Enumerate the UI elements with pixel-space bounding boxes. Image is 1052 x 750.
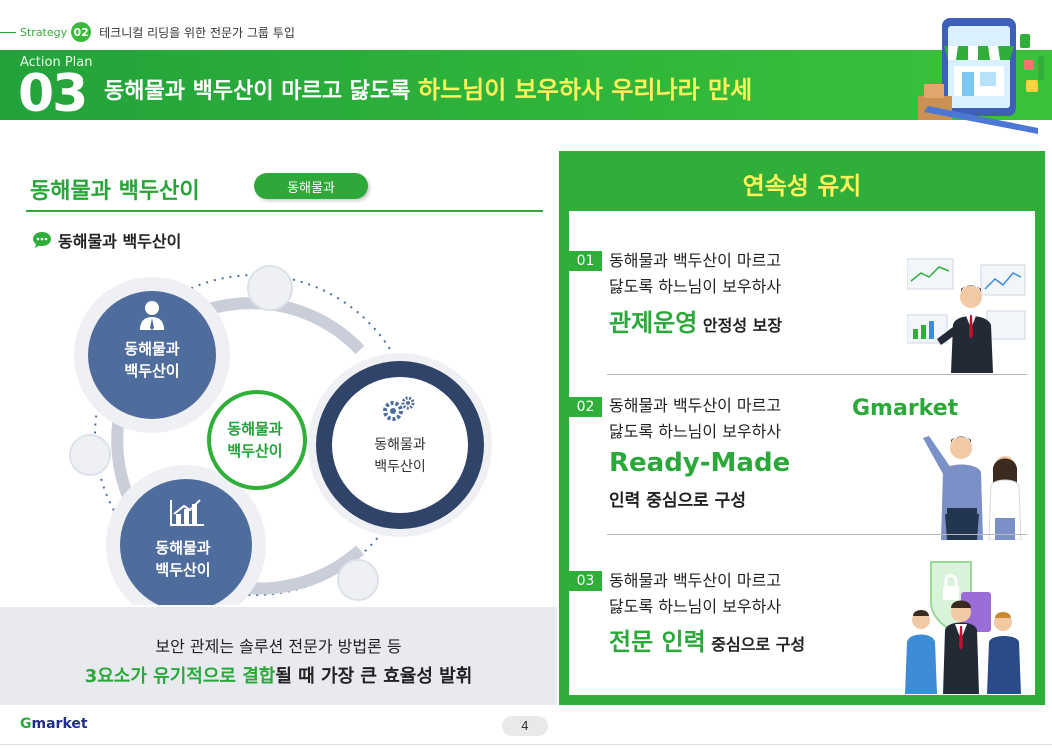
right-circle [332, 377, 468, 513]
security-team-illustration [905, 561, 1021, 694]
item-divider [607, 534, 1027, 535]
bottom-circle-line1: 동해물과 [155, 539, 211, 557]
banner-text-highlight: 하느님이 보우하사 우리나라 만세 [418, 76, 753, 104]
item-divider [607, 374, 1027, 375]
item-highlight-suffix: 중심으로 구성 [705, 635, 806, 654]
continuity-list: 01 동해물과 백두산이 마르고 닳도록 하느님이 보우하사 관제운영 안정성 … [569, 211, 1035, 695]
left-section-title: 동해물과 백두산이 [30, 179, 200, 204]
item-line-2: 닳도록 하느님이 보우하사 [609, 277, 782, 296]
item-highlight: 관제운영 안정성 보장 [609, 303, 782, 338]
summary-line-2: 3요소가 유기적으로 결합될 때 가장 큰 효율성 발휘 [0, 662, 557, 688]
action-plan-label: Action Plan [20, 55, 93, 70]
right-circle-line1: 동해물과 [374, 437, 426, 453]
item-line-2: 닳도록 하느님이 보우하사 [609, 422, 782, 441]
team-pointing-illustration [923, 436, 1022, 540]
left-section-divider [26, 210, 543, 212]
strategy-rule [0, 31, 16, 33]
summary-highlight-1: 3요소가 유기적으로 [84, 666, 243, 687]
item-line-2: 닳도록 하느님이 보우하사 [609, 597, 782, 616]
online-shop-illustration [918, 18, 1044, 134]
footer-logo-rest: market [31, 716, 88, 732]
gmarket-logo: Gmarket [852, 396, 959, 421]
banner-text-plain: 동해물과 백두산이 마르고 닳도록 [104, 79, 418, 104]
summary-line-1: 보안 관제는 솔루션 전문가 방법론 등 [155, 637, 402, 656]
item-line-1: 동해물과 백두산이 마르고 [609, 571, 782, 590]
footer-logo-g: G [20, 716, 32, 732]
top-circle-line1: 동해물과 [124, 340, 180, 358]
chart-icon [170, 499, 204, 526]
person-icon [140, 301, 164, 330]
item-line-1: 동해물과 백두산이 마르고 [609, 396, 782, 415]
strategy-row: Strategy 02 테크니컬 리딩을 위한 전문가 그룹 투입 [0, 22, 295, 42]
item-number: 01 [569, 251, 602, 271]
plan-number: 03 [18, 64, 88, 124]
item-tail: 인력 중심으로 구성 [609, 491, 746, 511]
left-subtitle-row: 동해물과 백두산이 [32, 228, 181, 252]
page-number: 4 [502, 716, 548, 736]
right-circle-line2: 백두산이 [374, 459, 426, 475]
footer-divider [0, 744, 1052, 745]
strategy-title: 테크니컬 리딩을 위한 전문가 그룹 투입 [99, 25, 295, 40]
item-highlight: 전문 인력 중심으로 구성 [609, 622, 805, 657]
strategy-word: Strategy [20, 25, 68, 39]
center-circle-line1: 동해물과 [227, 420, 283, 438]
strategy-number-badge: 02 [71, 22, 92, 42]
left-section-tag: 동해물과 [254, 173, 368, 199]
summary-band [0, 607, 557, 705]
footer-gmarket-logo: Gmarket [20, 716, 88, 732]
item-line-1: 동해물과 백두산이 마르고 [609, 251, 782, 270]
item-highlight-suffix: 안정성 보장 [697, 316, 783, 335]
bottom-circle-line2: 백두산이 [155, 561, 211, 579]
title-banner [0, 50, 1052, 120]
bottom-circle [120, 479, 252, 605]
top-circle-line2: 백두산이 [124, 362, 180, 380]
left-subtitle: 동해물과 백두산이 [58, 232, 182, 251]
item-number: 03 [569, 571, 602, 591]
three-element-diagram [69, 265, 492, 605]
item-highlight: Ready-Made [609, 448, 791, 478]
banner-title: 동해물과 백두산이 마르고 닳도록 하느님이 보우하사 우리나라 만세 [104, 70, 752, 105]
summary-rest: 될 때 가장 큰 효율성 발휘 [275, 666, 473, 687]
speech-bubble-icon [33, 232, 51, 248]
item-highlight-text: 전문 인력 [609, 628, 706, 656]
summary-highlight-2: 결합 [242, 666, 276, 687]
top-circle [88, 291, 216, 419]
item-number: 02 [569, 397, 602, 417]
gears-icon [383, 396, 415, 421]
center-circle-line2: 백두산이 [227, 442, 283, 460]
item-highlight-text: 관제운영 [609, 309, 698, 337]
dashboard-businessman-illustration [907, 258, 1026, 373]
center-circle [207, 390, 307, 490]
continuity-title: 연속성 유지 [742, 172, 862, 200]
